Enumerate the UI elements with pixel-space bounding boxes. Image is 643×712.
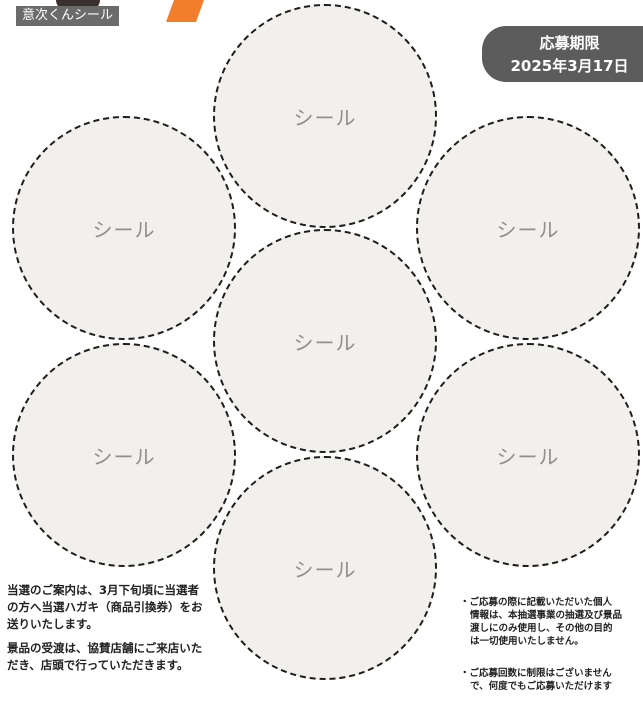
sticker-slot-top[interactable]: シール <box>213 4 437 228</box>
orange-decoration <box>165 0 205 22</box>
sticker-slot-label: シール <box>293 330 357 355</box>
sticker-slot-label: シール <box>496 217 560 242</box>
deadline-title: 応募期限 <box>539 34 600 52</box>
sticker-slot-lower-left[interactable]: シール <box>12 343 236 567</box>
sticker-slot-label: シール <box>496 444 560 469</box>
deadline-date: 2025年3月17日 <box>510 57 629 75</box>
sticker-slot-lower-right[interactable]: シール <box>416 343 640 567</box>
privacy-notes: ・ご応募の際に記載いただいた個人 情報は、本抽選事業の抽選及び景品 渡しにのみ使… <box>460 583 643 712</box>
sticker-slot-label: シール <box>293 105 357 130</box>
sticker-slot-label: シール <box>293 557 357 582</box>
privacy-notice-text: ・ご応募の際に記載いただいた個人 情報は、本抽選事業の抽選及び景品 渡しにのみ使… <box>460 597 623 647</box>
character-photo <box>56 0 100 10</box>
sticker-slot-label: シール <box>92 444 156 469</box>
sticker-sheet-label: 意次くんシール <box>16 6 120 26</box>
sticker-slot-center[interactable]: シール <box>213 229 437 453</box>
prize-delivery-text: 景品の受渡は、協賛店舗にご来店いただき、店頭で行っていただきます。 <box>7 641 203 672</box>
sticker-slot-upper-right[interactable]: シール <box>416 116 640 340</box>
deadline-badge: 応募期限 2025年3月17日 <box>482 26 643 82</box>
sticker-slot-bottom[interactable]: シール <box>213 456 437 680</box>
sticker-slot-upper-left[interactable]: シール <box>12 116 236 340</box>
entry-limit-text: ・ご応募回数に制限はございません で、何度でもご応募いただけます <box>460 668 613 692</box>
sticker-slot-label: シール <box>92 217 156 242</box>
winner-notice-text: 当選のご案内は、3月下旬頃に当選者の方へ当選ハガキ（商品引換券）をお送りいたしま… <box>7 583 203 631</box>
prize-notes: 当選のご案内は、3月下旬頃に当選者の方へ当選ハガキ（商品引換券）をお送りいたしま… <box>7 582 207 681</box>
